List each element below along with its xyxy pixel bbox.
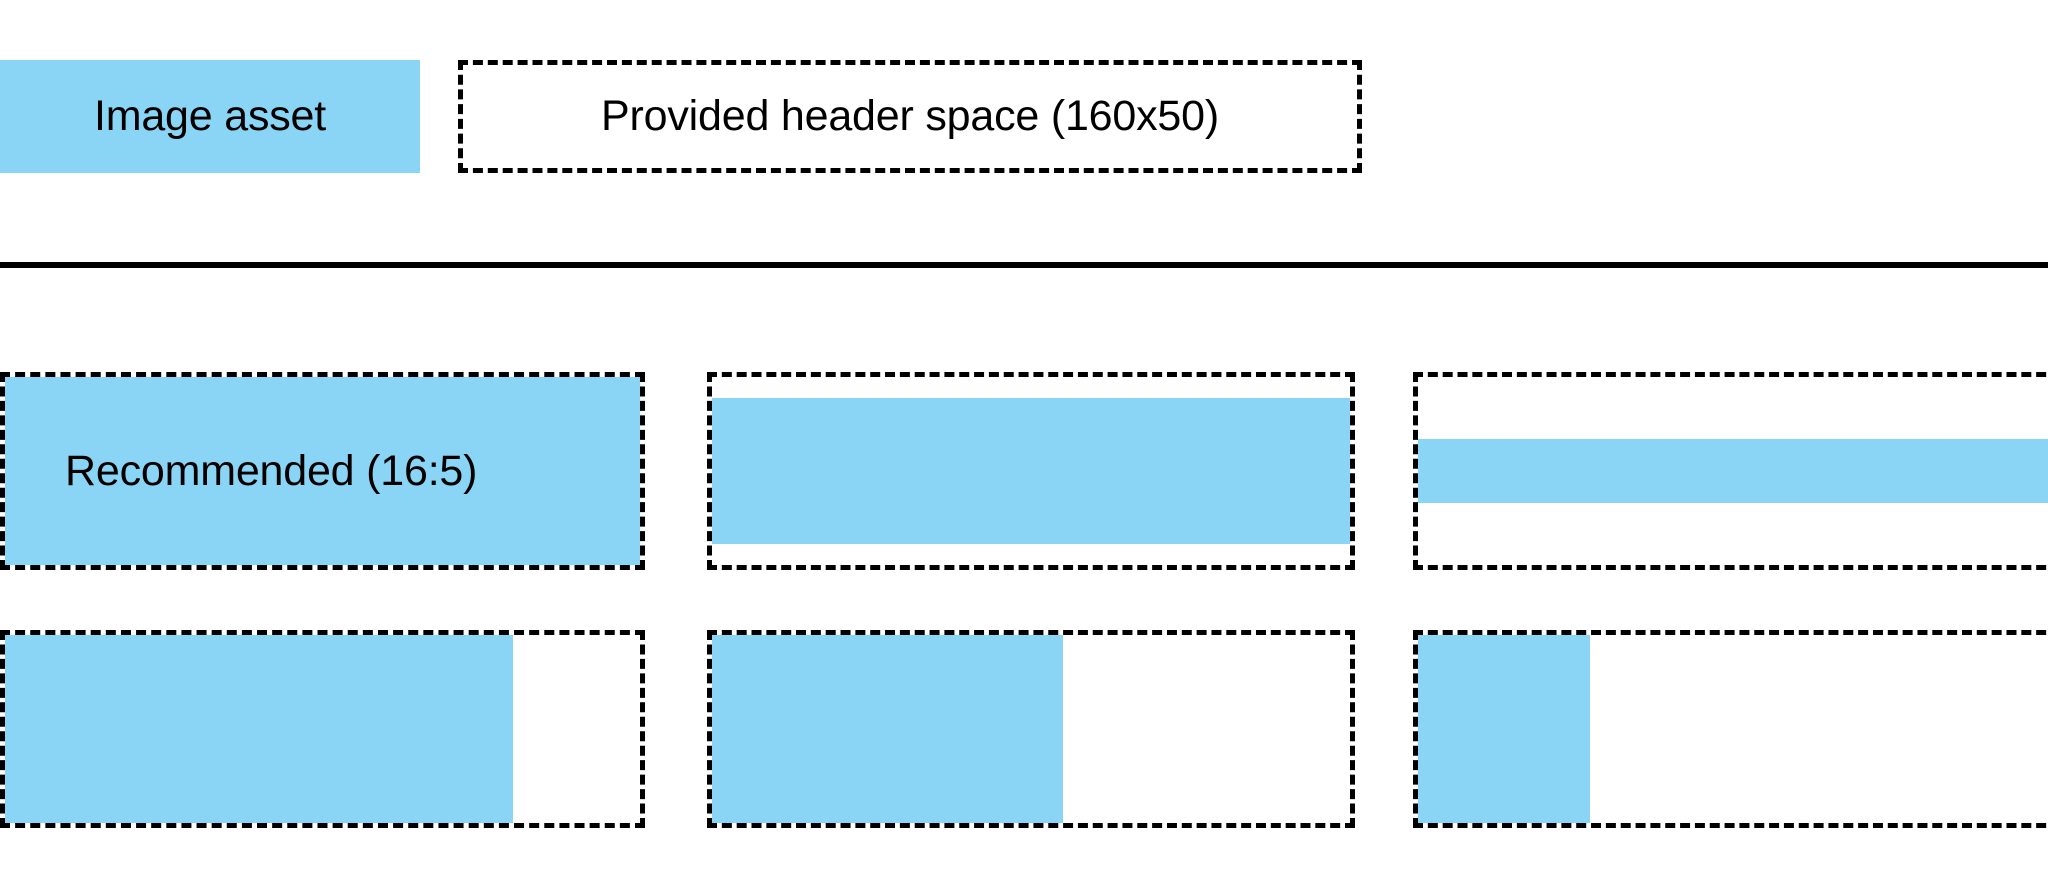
asset-fill xyxy=(1418,635,1591,823)
image-asset-swatch-label: Image asset xyxy=(93,92,327,140)
sample-width-medium xyxy=(707,630,1355,828)
asset-fill xyxy=(5,635,513,823)
provided-header-space-box: Provided header space (160x50) xyxy=(458,60,1362,173)
width-variation-row xyxy=(0,630,2048,828)
sample-height-reduced xyxy=(707,372,1355,570)
asset-fill xyxy=(712,635,1063,823)
sample-recommended: Recommended (16:5) xyxy=(0,372,645,570)
provided-header-space-label: Provided header space (160x50) xyxy=(601,92,1219,140)
height-variation-row: Recommended (16:5) xyxy=(0,372,2048,570)
sample-grid: Recommended (16:5) xyxy=(0,372,2048,828)
sample-height-band xyxy=(1413,372,2048,570)
sample-width-narrow xyxy=(1413,630,2048,828)
sample-width-wide xyxy=(0,630,645,828)
section-divider xyxy=(0,262,2048,268)
asset-fill xyxy=(712,397,1350,545)
image-asset-swatch: Image asset xyxy=(0,60,420,173)
legend-band: Image asset Provided header space (160x5… xyxy=(0,60,2048,173)
asset-fill xyxy=(5,377,640,565)
asset-fill xyxy=(1418,439,2048,503)
